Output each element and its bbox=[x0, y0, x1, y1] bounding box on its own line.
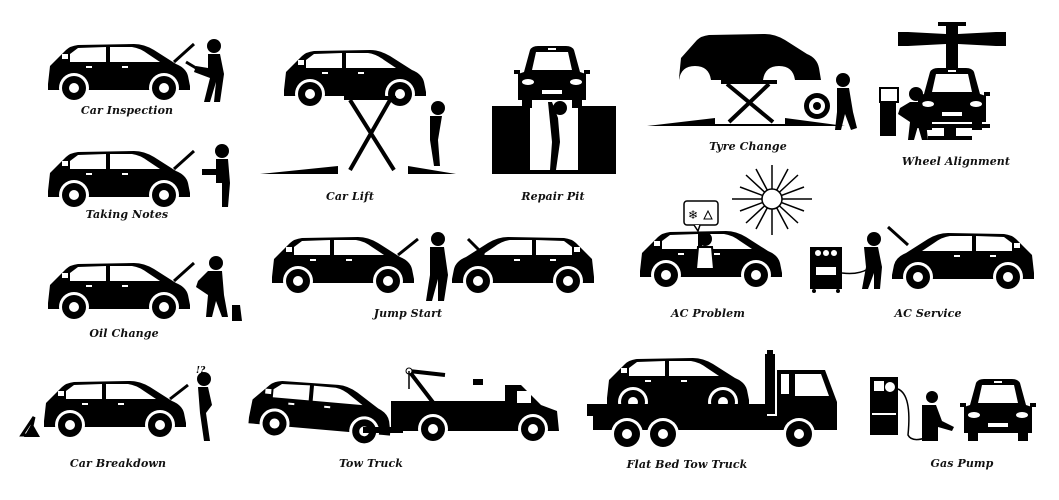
label-wheel-alignment: Wheel Alignment bbox=[901, 155, 1011, 168]
label-jump-start: Jump Start bbox=[373, 307, 443, 320]
label-tyre-change: Tyre Change bbox=[709, 140, 787, 153]
icon-ac-service: AC Service bbox=[808, 225, 1048, 325]
icon-tow-truck: Tow Truck bbox=[245, 365, 565, 475]
icon-wheel-alignment: Wheel Alignment bbox=[878, 20, 1058, 175]
gas-pump-icon bbox=[870, 377, 1036, 441]
icon-flat-bed-tow-truck: Flat Bed Tow Truck bbox=[585, 348, 845, 478]
speech-bubble-snowflake-warning-icon: ❄ bbox=[683, 200, 719, 233]
icon-ac-problem: ❄ AC Problem bbox=[632, 165, 832, 325]
label-oil-change: Oil Change bbox=[89, 327, 159, 340]
jump-start-icon bbox=[272, 232, 594, 301]
icon-taking-notes: Taking Notes bbox=[44, 143, 244, 223]
icon-tyre-change: Tyre Change bbox=[645, 28, 865, 158]
wheel-alignment-icon bbox=[879, 22, 1006, 140]
tyre-change-icon bbox=[647, 34, 857, 130]
car-breakdown-icon: !? bbox=[19, 366, 212, 441]
label-car-inspection: Car Inspection bbox=[80, 104, 174, 117]
ac-service-icon bbox=[810, 225, 1034, 293]
label-tow-truck: Tow Truck bbox=[339, 457, 403, 470]
icon-repair-pit: Repair Pit bbox=[490, 40, 620, 210]
label-ac-problem: AC Problem bbox=[670, 307, 746, 320]
icon-gas-pump: Gas Pump bbox=[868, 375, 1048, 475]
label-taking-notes: Taking Notes bbox=[85, 208, 169, 221]
taking-notes-icon bbox=[48, 144, 230, 210]
tow-truck-icon bbox=[247, 367, 559, 449]
label-car-breakdown: Car Breakdown bbox=[69, 457, 167, 470]
repair-pit-icon bbox=[492, 46, 616, 174]
car-lift-icon bbox=[260, 50, 456, 174]
icon-car-inspection: Car Inspection bbox=[44, 38, 244, 128]
warning-triangle-icon bbox=[24, 423, 40, 437]
label-repair-pit: Repair Pit bbox=[521, 190, 585, 203]
label-gas-pump: Gas Pump bbox=[930, 457, 994, 470]
oil-change-icon bbox=[48, 256, 242, 322]
ac-problem-icon: ❄ bbox=[640, 165, 812, 290]
icon-jump-start: Jump Start bbox=[268, 225, 608, 325]
flat-bed-tow-truck-icon bbox=[587, 350, 837, 450]
icon-car-breakdown: !? Car Breakdown bbox=[19, 365, 240, 475]
car-inspection-icon bbox=[48, 39, 224, 103]
svg-text:❄: ❄ bbox=[688, 208, 698, 222]
label-ac-service: AC Service bbox=[894, 307, 962, 320]
icon-oil-change: Oil Change bbox=[44, 255, 254, 345]
label-flat-bed-tow-truck: Flat Bed Tow Truck bbox=[626, 458, 748, 471]
svg-text:!?: !? bbox=[196, 366, 206, 376]
icon-car-lift: Car Lift bbox=[258, 40, 458, 210]
label-car-lift: Car Lift bbox=[325, 190, 375, 203]
fuel-dispenser-icon bbox=[870, 377, 898, 435]
sun-icon bbox=[732, 165, 812, 235]
ac-machine-icon bbox=[810, 247, 842, 293]
